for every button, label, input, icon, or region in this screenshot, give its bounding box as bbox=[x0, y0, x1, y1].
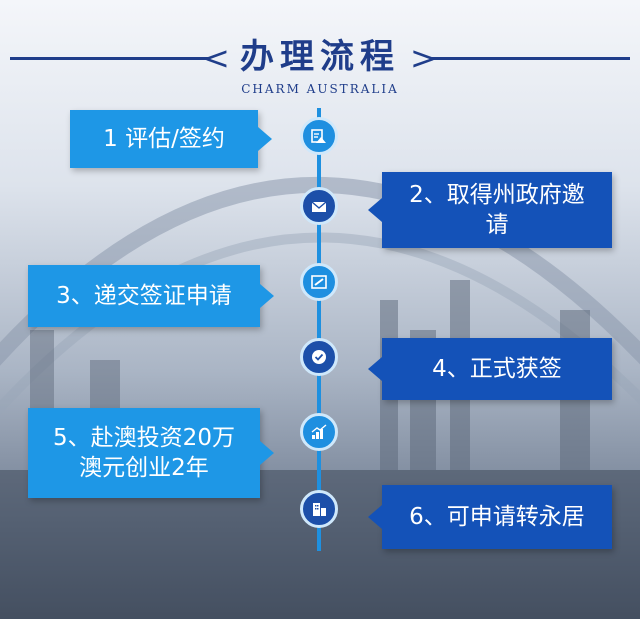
step-pointer bbox=[368, 505, 382, 529]
step-text: 2、取得州政府邀请 bbox=[409, 182, 585, 238]
step-box-1: 1 评估/签约 bbox=[70, 110, 272, 168]
form-icon bbox=[300, 263, 338, 301]
step-box-5: 5、赴澳投资20万澳元创业2年 bbox=[28, 408, 274, 498]
step-pointer bbox=[260, 441, 274, 465]
document-alert-icon bbox=[300, 117, 338, 155]
step-box-6: 6、可申请转永居 bbox=[368, 485, 612, 549]
timeline-line bbox=[317, 108, 321, 551]
step-pointer bbox=[368, 198, 382, 222]
header: < > 办理流程 CHARM AUSTRALIA bbox=[0, 30, 640, 100]
growth-chart-icon bbox=[300, 413, 338, 451]
step-box-4: 4、正式获签 bbox=[368, 338, 612, 400]
building-icon bbox=[300, 490, 338, 528]
step-text: 4、正式获签 bbox=[432, 356, 562, 382]
chevron-left-icon: < bbox=[203, 39, 230, 77]
step-box-2: 2、取得州政府邀请 bbox=[368, 172, 612, 248]
step-text: 1 评估/签约 bbox=[103, 126, 225, 152]
page-title: 办理流程 bbox=[240, 37, 400, 77]
check-icon bbox=[300, 338, 338, 376]
step-box-3: 3、递交签证申请 bbox=[28, 265, 274, 327]
header-line-right bbox=[430, 57, 630, 60]
chevron-right-icon: > bbox=[410, 39, 437, 77]
step-text: 3、递交签证申请 bbox=[56, 283, 232, 309]
step-text: 6、可申请转永居 bbox=[409, 504, 585, 530]
step-pointer bbox=[368, 357, 382, 381]
step-pointer bbox=[258, 127, 272, 151]
envelope-icon bbox=[300, 187, 338, 225]
step-text: 5、赴澳投资20万澳元创业2年 bbox=[53, 425, 235, 481]
header-line-left bbox=[10, 57, 210, 60]
page-subtitle: CHARM AUSTRALIA bbox=[241, 82, 399, 96]
step-pointer bbox=[260, 284, 274, 308]
